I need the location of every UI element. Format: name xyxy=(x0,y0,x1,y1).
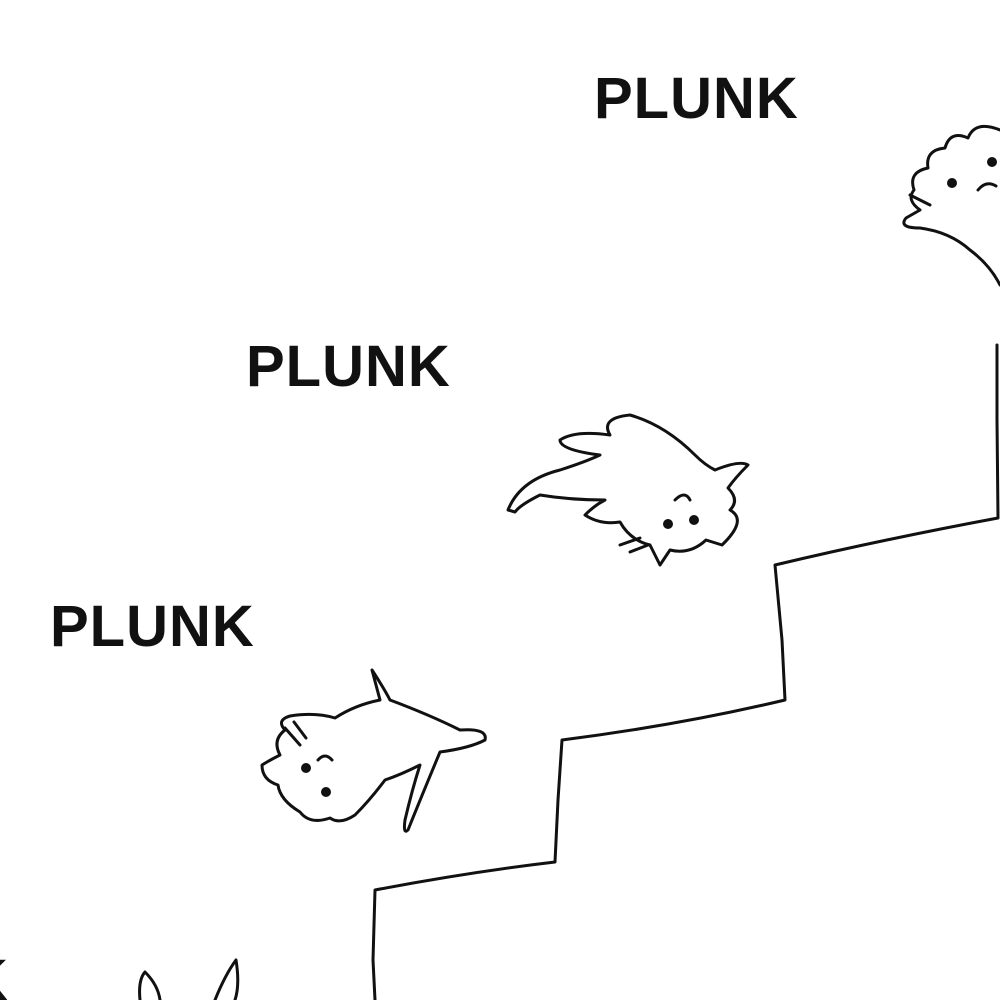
sound-effect-text: PLUNK xyxy=(594,66,799,131)
cat-ears-icon xyxy=(138,958,240,1000)
falling-cat-icon xyxy=(260,668,487,833)
sound-effect-text: PLUNK xyxy=(50,594,255,659)
sound-effect-text: PLUNK xyxy=(246,334,451,399)
staircase xyxy=(371,343,1000,1000)
sound-effect-text-cut: K xyxy=(0,952,9,1000)
cat-at-top-icon xyxy=(902,124,1000,287)
falling-cat-icon xyxy=(506,413,750,567)
